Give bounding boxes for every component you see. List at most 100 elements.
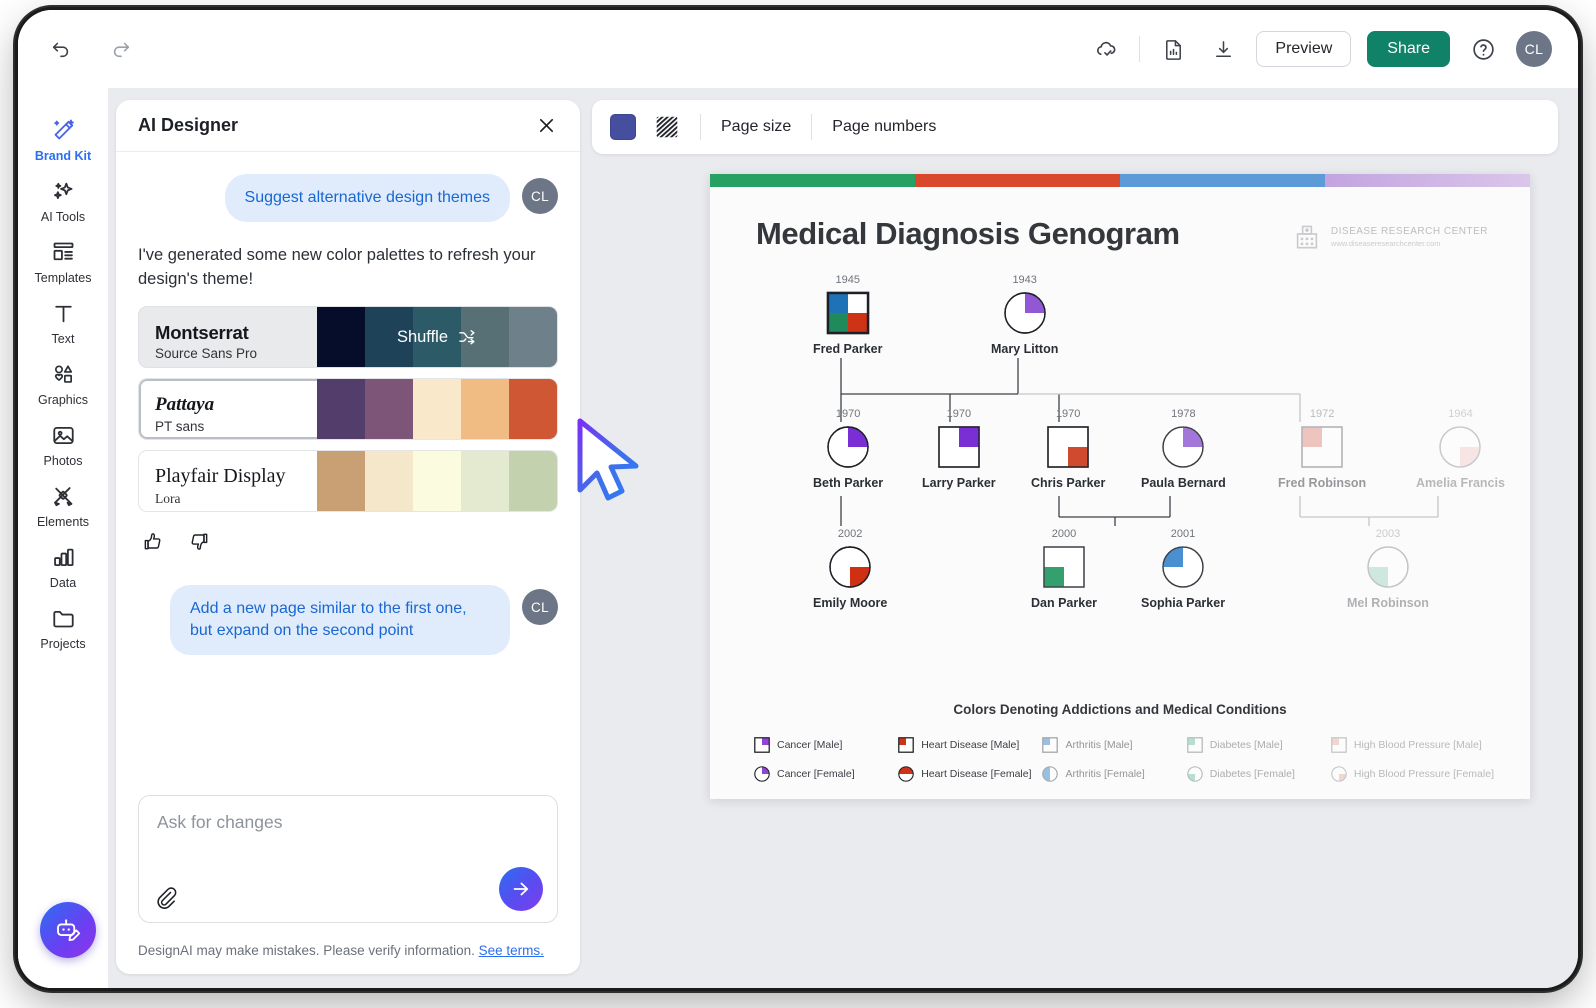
sidebar-item-brand-kit[interactable]: Brand Kit bbox=[20, 110, 106, 169]
send-message-button[interactable] bbox=[499, 867, 543, 911]
sidebar-item-photos[interactable]: Photos bbox=[20, 415, 106, 474]
download-button[interactable] bbox=[1206, 32, 1240, 66]
document-stats-button[interactable] bbox=[1156, 32, 1190, 66]
shapes-icon bbox=[54, 365, 72, 383]
attach-file-button[interactable] bbox=[153, 885, 178, 910]
palette-swatches bbox=[317, 379, 557, 440]
legend-label: Heart Disease [Male] bbox=[921, 738, 1020, 751]
user-avatar[interactable]: CL bbox=[1516, 31, 1552, 67]
preview-button[interactable]: Preview bbox=[1256, 31, 1352, 67]
sidebar-item-graphics[interactable]: Graphics bbox=[20, 354, 106, 413]
chat-bubble-text: Suggest alternative design themes bbox=[224, 174, 510, 222]
palette-swatch bbox=[317, 307, 365, 368]
genogram-birth-year: 2002 bbox=[837, 528, 863, 540]
genogram-person-name: Mel Robinson bbox=[1347, 596, 1429, 610]
palette-card-montserrat[interactable]: Montserrat Source Sans Pro Shuffle bbox=[138, 306, 558, 369]
genogram-person-name: Sophia Parker bbox=[1141, 596, 1226, 610]
composer[interactable]: Ask for changes bbox=[138, 795, 558, 923]
genogram-person-mel-robinson[interactable]: 2003 Mel Robinson bbox=[1347, 528, 1429, 610]
legend-swatch-circle bbox=[1187, 765, 1203, 782]
genogram-person-dan-parker[interactable]: 2000 Dan Parker bbox=[1031, 528, 1097, 610]
sidebar-item-label: Data bbox=[49, 576, 77, 590]
sidebar-item-text[interactable]: Text bbox=[20, 293, 106, 352]
palette-primary-font: Pattaya bbox=[155, 394, 215, 416]
templates-icon bbox=[53, 242, 73, 261]
background-color-swatch[interactable] bbox=[610, 114, 636, 140]
genogram-person-fred-parker[interactable]: 1945 Fred Parker bbox=[813, 274, 882, 356]
ai-designer-panel: AI Designer Suggest alternative design t… bbox=[116, 100, 580, 974]
genogram-person-mary-litton[interactable]: 1943 Mary Litton bbox=[991, 274, 1058, 356]
ai-assistant-fab[interactable] bbox=[40, 902, 96, 958]
photo-icon bbox=[52, 426, 74, 445]
sidebar-item-label: Elements bbox=[36, 515, 90, 529]
legend-label: Arthritis [Male] bbox=[1065, 738, 1133, 751]
chat-message-user-2: Add a new page similar to the first one,… bbox=[138, 585, 558, 655]
page-numbers-button[interactable]: Page numbers bbox=[832, 118, 937, 135]
magic-wand-icon bbox=[53, 119, 74, 140]
top-toolbar-left bbox=[18, 32, 138, 66]
palette-card-pattaya[interactable]: Pattaya PT sans bbox=[138, 378, 558, 441]
legend-swatch-circle bbox=[1042, 765, 1059, 782]
thumbs-down-icon bbox=[191, 534, 208, 551]
sidebar-item-label: Templates bbox=[34, 271, 92, 285]
genogram-symbol-circle bbox=[829, 546, 871, 588]
redo-button[interactable] bbox=[104, 32, 138, 66]
left-rail: Brand Kit AI Tools T bbox=[18, 88, 108, 988]
palette-fonts: Montserrat Source Sans Pro bbox=[139, 307, 317, 367]
undo-button[interactable] bbox=[44, 32, 78, 66]
see-terms-link[interactable]: See terms. bbox=[478, 943, 544, 958]
page-size-button[interactable]: Page size bbox=[721, 118, 792, 135]
thumbs-down-button[interactable] bbox=[185, 528, 212, 555]
thumbs-up-button[interactable] bbox=[140, 528, 167, 555]
sidebar-item-templates[interactable]: Templates bbox=[20, 232, 106, 291]
palette-card-playfair-display[interactable]: Playfair Display Lora bbox=[138, 450, 558, 513]
sidebar-item-label: AI Tools bbox=[40, 210, 86, 224]
organization-name: DISEASE RESEARCH CENTER bbox=[1330, 226, 1488, 237]
help-button[interactable] bbox=[1466, 32, 1500, 66]
legend-item: Heart Disease [Female] bbox=[898, 759, 1036, 788]
genogram-symbol-circle bbox=[1162, 426, 1205, 468]
redo-icon bbox=[113, 42, 130, 58]
palette-swatch bbox=[317, 451, 365, 512]
genogram-person-beth-parker[interactable]: 1970 Beth Parker bbox=[813, 408, 883, 490]
sidebar-item-projects[interactable]: Projects bbox=[20, 598, 106, 657]
genogram-person-emily-moore[interactable]: 2002 Emily Moore bbox=[813, 528, 887, 610]
legend-label: Diabetes [Male] bbox=[1209, 738, 1283, 751]
genogram-symbol-circle bbox=[1367, 546, 1409, 588]
chat-message-user-1: Suggest alternative design themes CL bbox=[138, 174, 558, 222]
share-button[interactable]: Share bbox=[1367, 31, 1450, 67]
palette-swatch bbox=[413, 307, 461, 368]
genogram-person-paula-bernard[interactable]: 1978 Paula Bernard bbox=[1141, 408, 1226, 490]
genogram-person-sophia-parker[interactable]: 2001 Sophia Parker bbox=[1141, 528, 1225, 610]
sidebar-item-label: Text bbox=[51, 332, 75, 346]
genogram-person-fred-robinson[interactable]: 1972 Fred Robinson bbox=[1278, 408, 1366, 490]
genogram-birth-year: 1970 bbox=[1055, 408, 1081, 420]
folder-icon bbox=[52, 610, 74, 628]
document-page[interactable]: Medical Diagnosis Genogram DISEASE RESEA… bbox=[710, 174, 1530, 799]
legend-item: Cancer [Male] bbox=[754, 730, 892, 759]
genogram-person-name: Amelia Francis bbox=[1416, 476, 1505, 490]
cloud-saved-button[interactable] bbox=[1089, 32, 1123, 66]
organization-website: www.diseaseresearchcenter.com bbox=[1330, 239, 1441, 248]
legend-item: Diabetes [Female] bbox=[1187, 759, 1325, 788]
ai-panel-close-button[interactable] bbox=[532, 112, 560, 140]
sidebar-item-ai-tools[interactable]: AI Tools bbox=[20, 171, 106, 230]
arrow-right-icon bbox=[513, 882, 529, 896]
sidebar-item-data[interactable]: Data bbox=[20, 537, 106, 596]
genogram-person-larry-parker[interactable]: 1970 Larry Parker bbox=[922, 408, 996, 490]
legend-item: Heart Disease [Male] bbox=[898, 730, 1036, 759]
sidebar-item-elements[interactable]: Elements bbox=[20, 476, 106, 535]
genogram-symbol-square bbox=[1043, 546, 1085, 588]
legend-grid: Cancer [Male] Heart Disease [Male] bbox=[754, 730, 1494, 788]
thumbs-up-icon bbox=[144, 533, 161, 550]
genogram-birth-year: 1945 bbox=[835, 274, 860, 286]
genogram-person-chris-parker[interactable]: 1970 Chris Parker bbox=[1031, 408, 1105, 490]
bar-chart-icon bbox=[53, 548, 74, 567]
undo-icon bbox=[52, 42, 69, 58]
genogram-birth-year: 2000 bbox=[1051, 528, 1077, 540]
genogram-person-amelia-francis[interactable]: 1964 Amelia Francis bbox=[1416, 408, 1505, 490]
sparkles-icon bbox=[53, 182, 72, 199]
legend-swatch-square bbox=[898, 736, 914, 753]
hatch-pattern-icon[interactable] bbox=[654, 114, 680, 140]
palette-fonts: Playfair Display Lora bbox=[139, 451, 317, 511]
